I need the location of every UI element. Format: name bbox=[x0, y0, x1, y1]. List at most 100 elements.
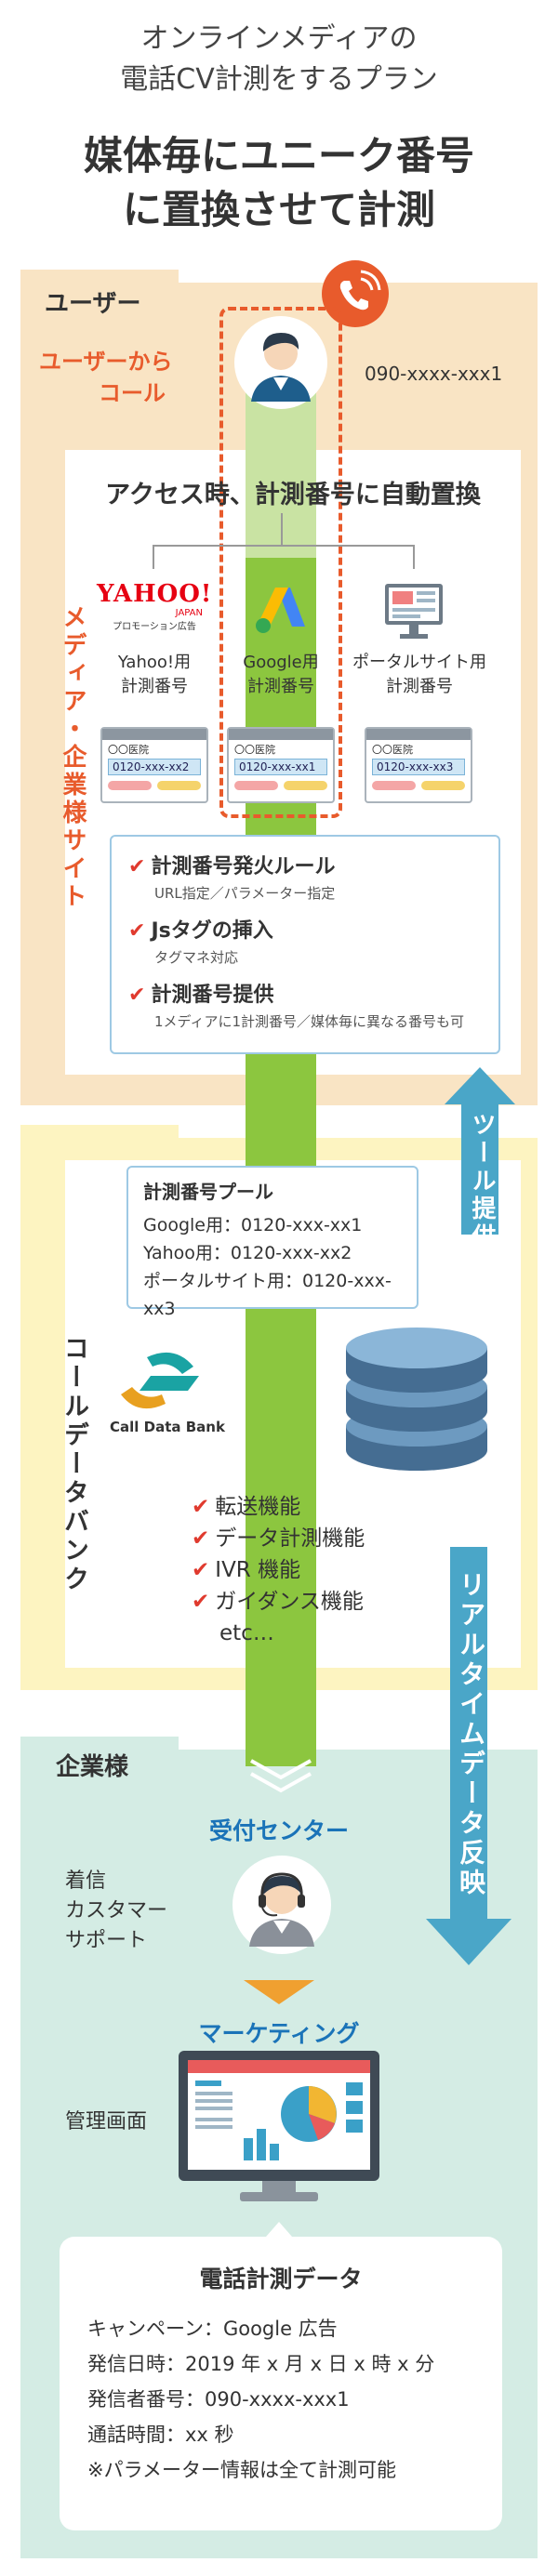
google-highlight-frame bbox=[219, 307, 342, 818]
flow-bar bbox=[246, 390, 316, 1766]
reception-line1: 着信 bbox=[65, 1869, 107, 1893]
window-number: 0120-xxx-xx1 bbox=[234, 759, 327, 775]
connector-left bbox=[153, 545, 154, 569]
corp-zone-label: 企業様 bbox=[56, 1753, 129, 1781]
check-icon: ✔ bbox=[192, 1526, 210, 1551]
call-features-list: ✔転送機能 ✔データ計測機能 ✔IVR 機能 ✔ガイダンス機能 etc… bbox=[192, 1491, 365, 1649]
realtime-reflect-label: リアルタイムデータ反映 bbox=[456, 1571, 486, 1898]
media-portal-line2: 計測番号 bbox=[386, 677, 453, 696]
feature-item: ✔Jsタグの挿入 bbox=[128, 914, 482, 944]
call-feature-item: ✔データ計測機能 bbox=[192, 1523, 365, 1554]
check-icon: ✔ bbox=[128, 984, 146, 1007]
feature-item: ✔計測番号提供 bbox=[128, 978, 482, 1008]
yahoo-logo: YAHOO! JAPAN プロモーション広告 bbox=[97, 580, 212, 632]
media-google-caption: Google用 計測番号 bbox=[223, 651, 339, 699]
feature-title: 計測番号発火ルール bbox=[151, 855, 336, 878]
feature-desc: URL指定／パラメーター指定 bbox=[154, 885, 336, 902]
tool-provide-arrow bbox=[445, 1067, 515, 1235]
window-number: 0120-xxx-xx3 bbox=[372, 759, 465, 775]
flow-chevron-icon bbox=[246, 1757, 316, 1794]
media-yahoo-line2: 計測番号 bbox=[121, 677, 188, 696]
call-feature-text: IVR 機能 bbox=[215, 1558, 301, 1582]
call-feature-text: 転送機能 bbox=[215, 1495, 301, 1519]
yahoo-site-window: 〇〇医院 0120-xxx-xx2 bbox=[100, 727, 208, 803]
pool-item: Google用：0120-xxx-xx1 bbox=[143, 1215, 363, 1235]
realtime-reflect-arrow bbox=[426, 1547, 512, 1965]
user-zone-label: ユーザー bbox=[45, 290, 141, 318]
subtitle-line-1: オンラインメディアの bbox=[140, 22, 418, 55]
media-portal-caption: ポータルサイト用 計測番号 bbox=[350, 651, 489, 699]
title-line-1: 媒体毎にユニーク番号 bbox=[83, 133, 474, 178]
call-zone-vertical-label: コールデータバンク bbox=[60, 1335, 88, 1594]
check-icon: ✔ bbox=[192, 1558, 210, 1582]
data-card-line: ※パラメーター情報は全て計測可能 bbox=[87, 2459, 396, 2481]
caller-line-1: ユーザーから bbox=[39, 349, 173, 375]
media-google-line1: Google用 bbox=[243, 653, 319, 672]
check-icon: ✔ bbox=[128, 855, 146, 878]
phone-number: 090-xxxx-xxx1 bbox=[365, 363, 503, 385]
number-pool-card: 計測番号プール Google用：0120-xxx-xx1 Yahoo用：0120… bbox=[126, 1166, 418, 1319]
media-yahoo-line1: Yahoo!用 bbox=[117, 653, 192, 672]
connector-right bbox=[413, 545, 415, 569]
down-triangle-icon bbox=[244, 1980, 314, 2004]
media-zone-vertical-label: メディア・企業様サイト bbox=[59, 604, 86, 911]
yahoo-logo-caption: プロモーション広告 bbox=[113, 622, 196, 632]
connector-vertical bbox=[281, 513, 283, 545]
connector-horizontal bbox=[153, 545, 415, 547]
check-icon: ✔ bbox=[192, 1495, 210, 1519]
call-feature-item: ✔転送機能 bbox=[192, 1491, 365, 1523]
phone-data-card: 電話計測データ キャンペーン：Google 広告 発信日時：2019 年 x 月… bbox=[60, 2237, 502, 2530]
check-icon: ✔ bbox=[192, 1590, 210, 1614]
media-features-card: ✔計測番号発火ルール URL指定／パラメーター指定 ✔Jsタグの挿入 タグマネ対… bbox=[110, 835, 500, 1054]
call-feature-text: ガイダンス機能 bbox=[215, 1590, 364, 1614]
yahoo-logo-sub: JAPAN bbox=[175, 608, 203, 618]
marketing-title: マーケティング bbox=[198, 2020, 360, 2047]
window-number: 0120-xxx-xx2 bbox=[108, 759, 201, 775]
data-card-line: キャンペーン：Google 広告 bbox=[87, 2318, 338, 2340]
operator-icon bbox=[232, 1856, 331, 1954]
call-feature-item: ✔ガイダンス機能 bbox=[192, 1586, 365, 1618]
call-feature-text: データ計測機能 bbox=[215, 1526, 365, 1551]
database-icon bbox=[344, 1324, 489, 1473]
reception-title: 受付センター bbox=[208, 1817, 349, 1844]
media-yahoo-caption: Yahoo!用 計測番号 bbox=[97, 651, 212, 699]
media-panel-title: アクセス時、計測番号に自動置換 bbox=[105, 481, 481, 509]
data-card-pointer bbox=[266, 2222, 292, 2237]
media-portal-line1: ポータルサイト用 bbox=[352, 653, 486, 672]
google-ads-icon bbox=[253, 582, 309, 638]
window-label: 〇〇医院 bbox=[234, 744, 275, 756]
feature-desc: タグマネ対応 bbox=[154, 949, 239, 966]
window-label: 〇〇医院 bbox=[108, 744, 149, 756]
data-card-line: 発信者番号：090-xxxx-xxx1 bbox=[87, 2388, 350, 2411]
call-data-bank-logo: Call Data Bank bbox=[110, 1348, 240, 1441]
reception-line2: カスタマー bbox=[65, 1899, 168, 1922]
google-site-window: 〇〇医院 0120-xxx-xx1 bbox=[227, 727, 335, 803]
pool-item: Yahoo用：0120-xxx-xx2 bbox=[143, 1243, 352, 1263]
call-feature-more: etc… bbox=[219, 1621, 274, 1645]
admin-label: 管理画面 bbox=[65, 2110, 148, 2133]
reception-desc: 着信 カスタマー サポート bbox=[65, 1867, 167, 1956]
data-card-title: 電話計測データ bbox=[199, 2266, 363, 2292]
admin-screen-icon bbox=[179, 2051, 379, 2203]
feature-title: Jsタグの挿入 bbox=[151, 919, 273, 943]
call-feature-item: ✔IVR 機能 bbox=[192, 1554, 365, 1586]
data-card-line: 発信日時：2019 年 x 月 x 日 x 時 x 分 bbox=[87, 2353, 435, 2375]
feature-desc: 1メディアに1計測番号／媒体毎に異なる番号も可 bbox=[154, 1013, 465, 1030]
feature-item: ✔計測番号発火ルール bbox=[128, 850, 482, 879]
pool-title: 計測番号プール bbox=[143, 1181, 273, 1203]
check-icon: ✔ bbox=[128, 919, 146, 943]
data-card-line: 通話時間：xx 秒 bbox=[87, 2424, 234, 2446]
yahoo-logo-text: YAHOO! bbox=[97, 580, 213, 608]
window-label: 〇〇医院 bbox=[372, 744, 413, 756]
feature-title: 計測番号提供 bbox=[151, 984, 274, 1007]
tool-provide-label: ツール提供 bbox=[468, 1112, 496, 1251]
pool-item: ポータルサイト用：0120-xxx-xx3 bbox=[143, 1271, 392, 1319]
portal-site-window: 〇〇医院 0120-xxx-xx3 bbox=[365, 727, 472, 803]
subtitle-line-2: 電話CV計測をするプラン bbox=[120, 63, 438, 96]
portal-monitor-icon bbox=[381, 582, 446, 641]
reception-line3: サポート bbox=[65, 1929, 148, 1952]
user-avatar-icon bbox=[234, 316, 327, 409]
logo-text: Call Data Bank bbox=[110, 1419, 225, 1435]
title-line-2: に置換させて計測 bbox=[122, 187, 435, 232]
